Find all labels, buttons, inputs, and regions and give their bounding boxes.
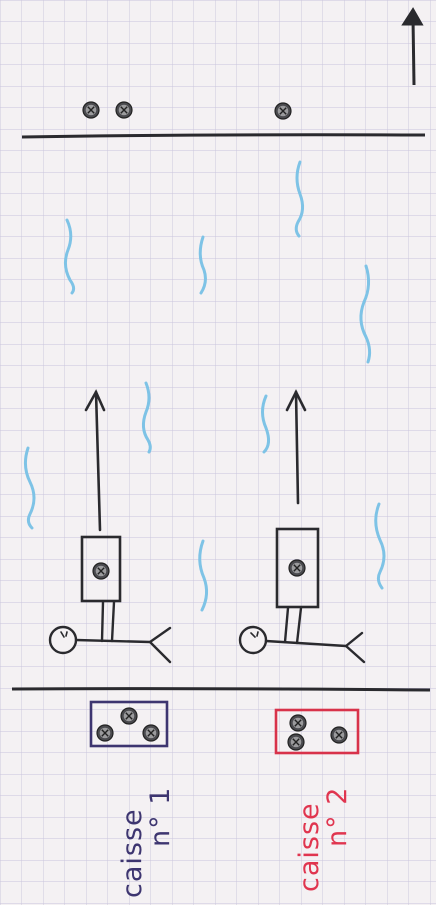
ball-icon	[116, 102, 132, 118]
ball-icon	[289, 560, 305, 576]
ball-icon	[331, 727, 347, 743]
start-line	[12, 689, 430, 690]
ball-icon	[83, 102, 99, 118]
ball-icon	[93, 563, 109, 579]
ball-icon	[288, 734, 304, 750]
caption-box-2-line1: caisse	[294, 802, 325, 892]
caption-box-1-line2: n° 1	[145, 787, 176, 847]
ball-icon	[97, 725, 113, 741]
caption-box-1-line1: caisse	[117, 808, 148, 898]
caption-box-2-line2: n° 2	[322, 787, 353, 847]
ball-icon	[143, 725, 159, 741]
ball-icon	[290, 715, 306, 731]
ball-icon	[121, 708, 137, 724]
ball-icon	[275, 103, 291, 119]
